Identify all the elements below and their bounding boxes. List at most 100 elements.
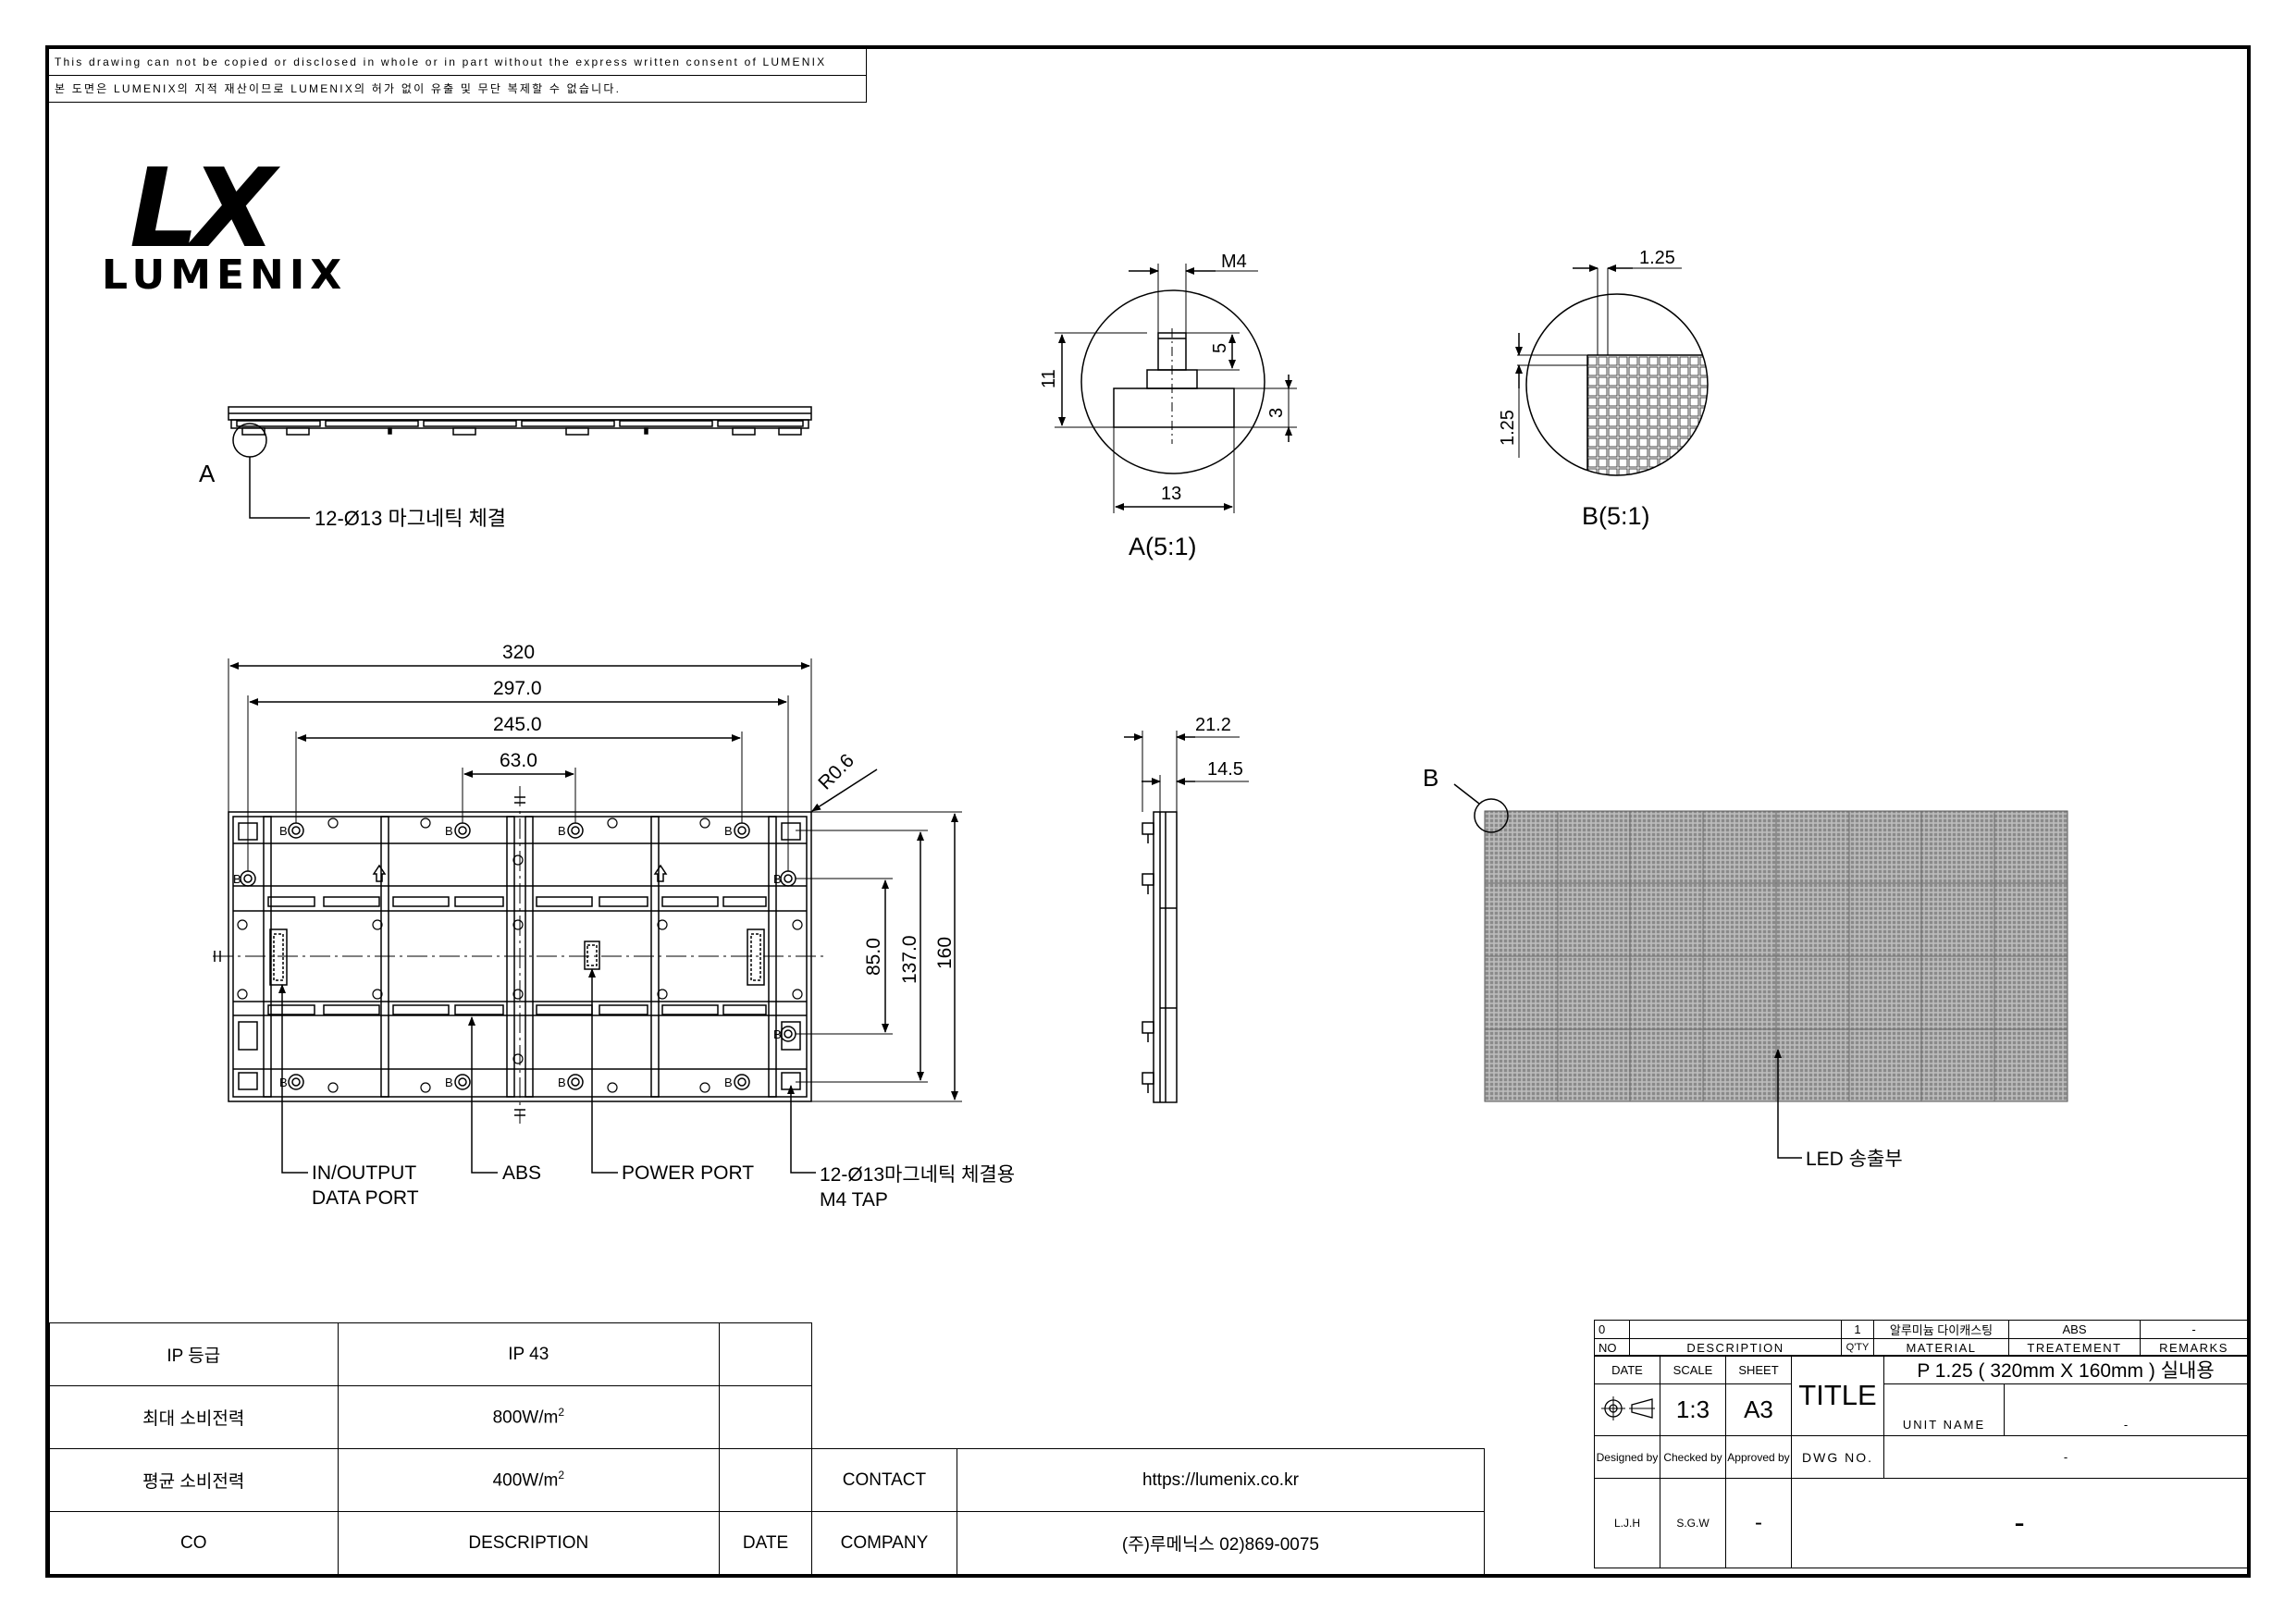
tb-unit-h: UNIT NAME [1883,1383,2005,1436]
spec-value: 400W/m2 [337,1448,721,1512]
spec-label: 평균 소비전력 [49,1448,339,1512]
tb-scale-h: SCALE [1660,1355,1726,1384]
front-view-label-b: B [1423,764,1438,792]
dim-14-5: 14.5 [1207,759,1243,780]
detail-a-3: 3 [1266,408,1287,418]
notice-korean: 본 도면은 LUMENIX의 지적 재산이므로 LUMENIX의 허가 없이 유… [55,82,622,95]
spec-value-text: 800W/m [492,1408,559,1428]
detail-a-5: 5 [1210,343,1230,353]
spec-row: CO DESCRIPTION DATE [49,1511,812,1575]
tb-unit-val: - [2004,1383,2248,1436]
port-label: B [558,1076,566,1089]
port-label: B [724,1076,733,1089]
tb-treat-val: ABS [2008,1320,2141,1339]
callout-abs: ABS [502,1162,541,1184]
port-label: B [724,824,733,838]
spec-value-sup: 2 [558,1406,565,1420]
dim-137: 137.0 [899,935,920,984]
tb-material-h: MATERIAL [1873,1338,2009,1357]
tb-title-h: TITLE [1791,1355,1884,1436]
tb-desc-h: DESCRIPTION [1629,1338,1842,1357]
title-block-body: DATE SCALE SHEET TITLE P 1.25 ( 320mm X … [1594,1355,2248,1568]
tb-no-h: NO [1594,1338,1630,1357]
port-label: B [279,824,288,838]
copyright-notice: This drawing can not be copied or disclo… [49,49,867,103]
spec-row: 평균 소비전력 400W/m2 [49,1448,812,1512]
spec-row: IP 등급 IP 43 [49,1322,812,1386]
tb-sheet-val: A3 [1725,1383,1792,1436]
spec-empty [719,1448,812,1512]
detail-b [1515,264,1709,476]
detail-b-side: 1.25 [1498,410,1518,446]
spec-value: IP 43 [337,1322,721,1386]
spec-value-text: 400W/m [492,1470,559,1491]
tb-remarks-h: REMARKS [2140,1338,2248,1357]
spec-empty [719,1322,812,1386]
tb-material-val: 알루미늄 다이캐스팅 [1873,1320,2009,1339]
tb-title-val: P 1.25 ( 320mm X 160mm ) 실내용 [1883,1355,2248,1384]
title-block-header: 0 1 알루미늄 다이캐스팅 ABS - NO DESCRIPTION Q'TY… [1594,1320,2248,1357]
detail-a [1055,264,1297,513]
logo-wordmark: LUMENIX [102,252,348,299]
company-label: COMPANY [811,1511,957,1575]
tb-projection-symbol [1594,1383,1660,1436]
dim-21-2: 21.2 [1195,715,1231,735]
front-view-callout: LED 송출부 [1806,1149,1903,1170]
spec-empty [719,1385,812,1449]
tb-dwg-val: - [1883,1435,2248,1479]
tb-sheet-h: SHEET [1725,1355,1792,1384]
tb-big-val: - [1791,1478,2248,1568]
callout-io-1: IN/OUTPUT [312,1162,416,1184]
notice-english: This drawing can not be copied or disclo… [49,49,866,76]
spec-label: 최대 소비전력 [49,1385,339,1449]
spec-date: DATE [719,1511,812,1575]
dim-63: 63.0 [500,750,537,771]
tb-checked-h: Checked by [1660,1435,1726,1479]
spec-table: IP 등급 IP 43 최대 소비전력 800W/m2 평균 소비전력 400W… [49,1322,812,1575]
drawing-frame [45,45,2251,1578]
dim-r06: R0.6 [814,750,858,794]
side-view [228,406,812,519]
tb-treat-h: TREATEMENT [2008,1338,2141,1357]
dim-85: 85.0 [863,938,884,976]
callout-io-2: DATA PORT [312,1187,419,1209]
contact-table: CONTACT https://lumenix.co.kr COMPANY (주… [811,1448,1486,1575]
callout-mag-2: M4 TAP [820,1189,888,1211]
spec-value-sup: 2 [558,1469,565,1482]
detail-a-13: 13 [1161,484,1181,504]
front-view [1453,783,2068,1159]
side-view-label-a: A [199,460,216,487]
tb-qty-h: Q'TY [1841,1338,1874,1357]
side-view-callout: 12-Ø13 마그네틱 체결 [315,507,506,530]
dim-245: 245.0 [493,714,542,735]
contact-value[interactable]: https://lumenix.co.kr [956,1448,1486,1512]
detail-a-11: 11 [1039,369,1059,388]
callout-power: POWER PORT [622,1162,754,1184]
spec-label: IP 등급 [49,1322,339,1386]
tb-date-h: DATE [1594,1355,1660,1384]
title-block: 0 1 알루미늄 다이캐스팅 ABS - NO DESCRIPTION Q'TY… [1594,1320,2248,1578]
spec-value: 800W/m2 [337,1385,721,1449]
tb-dwg-h: DWG NO. [1791,1435,1884,1479]
tb-designed-h: Designed by [1594,1435,1660,1479]
logo-mark: LX [130,144,276,272]
port-label: B [233,872,241,886]
dim-160: 160 [934,937,956,969]
tb-remarks-val: - [2140,1320,2248,1339]
tb-approved-h: Approved by [1725,1435,1792,1479]
port-label: B [558,824,566,838]
tb-scale-val: 1:3 [1660,1383,1726,1436]
dim-320: 320 [502,642,535,663]
port-label: B [773,1027,782,1041]
company-value: (주)루메닉스 02)869-0075 [956,1511,1486,1575]
profile-view [1124,731,1249,1103]
tb-approved-val: - [1725,1478,1792,1568]
spec-value: DESCRIPTION [337,1511,721,1575]
callout-mag-1: 12-Ø13마그네틱 체결용 [820,1164,1015,1186]
detail-a-m4: M4 [1221,252,1247,272]
dim-297: 297.0 [493,678,542,699]
tb-no-val: 0 [1594,1320,1630,1339]
spec-row: 최대 소비전력 800W/m2 [49,1385,812,1449]
